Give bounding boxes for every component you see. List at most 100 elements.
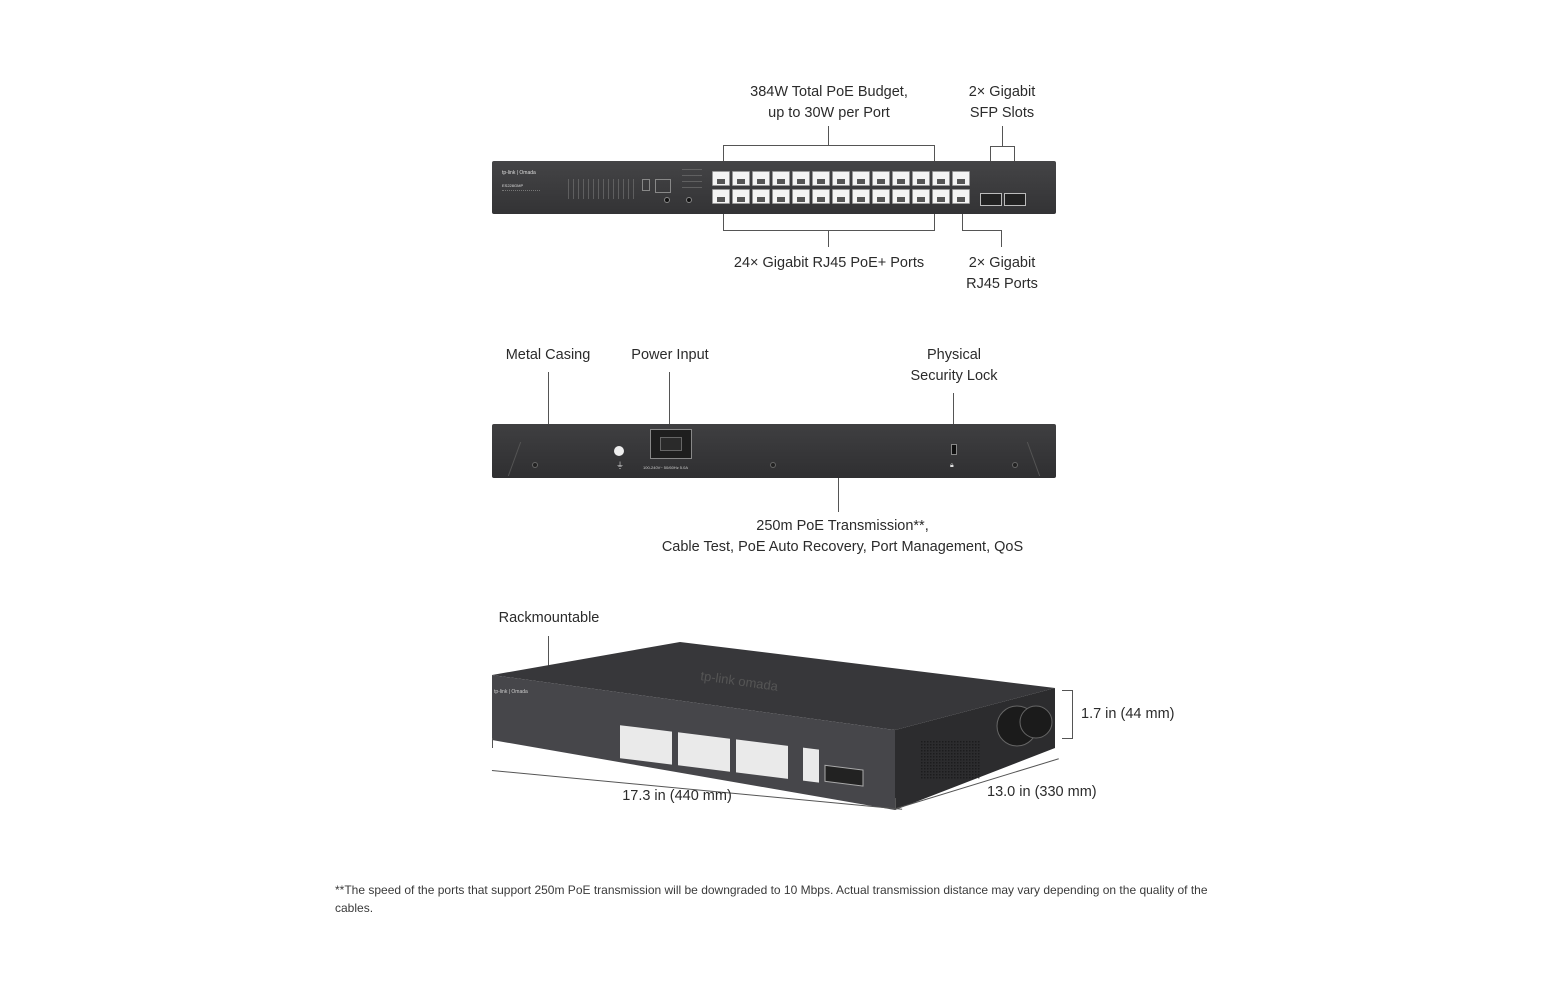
port-block-3 — [736, 739, 788, 779]
rj45-port[interactable] — [872, 189, 890, 204]
sfp-leader — [1002, 126, 1003, 146]
rj45-port[interactable] — [792, 171, 810, 186]
screw-icon — [1012, 462, 1018, 468]
poe-ports-bracket-right — [934, 214, 935, 230]
sfp-block — [824, 764, 864, 787]
reset-button[interactable] — [664, 197, 670, 203]
metal-casing-leader — [548, 372, 549, 424]
rj45-port[interactable] — [712, 189, 730, 204]
features-line-2: Cable Test, PoE Auto Recovery, Port Mana… — [661, 539, 1024, 555]
rj45-port[interactable] — [712, 171, 730, 186]
sfp-slots-line-1: 2× Gigabit — [968, 84, 1036, 100]
rj45-port[interactable] — [852, 171, 870, 186]
mode-led-box — [642, 179, 650, 191]
switch-top-face — [492, 642, 1055, 730]
rj45-leader — [1001, 230, 1002, 247]
rj45-port[interactable] — [732, 189, 750, 204]
fan-icon — [1019, 705, 1053, 739]
poe-budget-bracket — [723, 145, 935, 146]
rj45-port[interactable] — [912, 189, 930, 204]
rj45-port[interactable] — [892, 189, 910, 204]
rj45-port[interactable] — [752, 171, 770, 186]
rj45-port[interactable] — [872, 171, 890, 186]
uplink-rj45-port[interactable] — [952, 189, 970, 204]
ground-symbol-icon: ⏚ — [616, 461, 624, 470]
rear-panel: ⏚ 100-240V~ 50/60Hz 5.0A 🔒︎ — [492, 424, 1056, 478]
rj45-port[interactable] — [832, 171, 850, 186]
poe-budget-bracket-right — [934, 145, 935, 161]
width-dim-right — [895, 798, 896, 808]
rj45-port[interactable] — [732, 171, 750, 186]
screw-icon — [532, 462, 538, 468]
port-group-1 — [712, 171, 790, 204]
uplink-rj45-group — [952, 171, 970, 204]
front-panel: tp-link | Omada ES228GMP — [492, 161, 1056, 214]
sfp-bracket — [990, 146, 1015, 147]
led-mode-button[interactable] — [655, 179, 671, 193]
ground-icon — [614, 446, 624, 456]
rj45-port[interactable] — [932, 189, 950, 204]
rj45-port[interactable] — [852, 189, 870, 204]
front-3d-brand: tp-link | Omada — [494, 689, 528, 695]
rackmountable-leader — [548, 636, 549, 668]
features-line-1: 250m PoE Transmission**, — [756, 518, 929, 534]
rj45-port[interactable] — [892, 171, 910, 186]
rj45-port[interactable] — [812, 189, 830, 204]
height-label: 1.7 in (44 mm) — [1081, 706, 1175, 722]
poe-ports-bracket — [723, 230, 935, 231]
power-rating: 100-240V~ 50/60Hz 5.0A — [643, 465, 689, 470]
poe-ports-bracket-left — [723, 214, 724, 230]
metal-casing-label: Metal Casing — [505, 347, 591, 363]
rj45-bracket — [962, 230, 1002, 231]
rj45-port[interactable] — [912, 171, 930, 186]
port-block-2 — [678, 732, 730, 772]
rear-edge-left — [507, 442, 522, 476]
front-brand: tp-link | Omada — [502, 170, 536, 176]
mode-button[interactable] — [686, 197, 692, 203]
poe-budget-leader — [828, 126, 829, 145]
security-lock-line-1: Physical — [927, 347, 981, 363]
rj45-port[interactable] — [772, 171, 790, 186]
front-model: ES228GMP — [502, 183, 524, 188]
port-group-3 — [872, 171, 950, 204]
front-port-block — [620, 725, 864, 787]
poe-legend — [682, 169, 702, 193]
rj45-port[interactable] — [812, 171, 830, 186]
features-leader — [838, 478, 839, 512]
security-lock-line-2: Security Lock — [910, 368, 998, 384]
security-lock-label: Physical Security Lock — [900, 345, 1008, 387]
rear-edge-right — [1026, 442, 1041, 476]
sfp-slots-label: 2× Gigabit SFP Slots — [962, 82, 1042, 124]
rj45-port[interactable] — [932, 171, 950, 186]
rackmountable-label: Rackmountable — [498, 610, 600, 626]
rj45-port[interactable] — [832, 189, 850, 204]
rj45-port[interactable] — [752, 189, 770, 204]
screw-icon — [770, 462, 776, 468]
rj45-ports-label: 2× Gigabit RJ45 Ports — [960, 253, 1044, 295]
width-label: 17.3 in (440 mm) — [622, 788, 732, 804]
sfp-slot[interactable] — [1004, 193, 1026, 206]
poe-budget-label: 384W Total PoE Budget, up to 30W per Por… — [740, 82, 918, 124]
poe-ports-leader — [828, 230, 829, 247]
security-lock-slot[interactable] — [951, 444, 957, 455]
power-input-label: Power Input — [631, 347, 709, 363]
vent-grille — [920, 740, 980, 780]
depth-label: 13.0 in (330 mm) — [987, 784, 1097, 800]
rj45-port[interactable] — [772, 189, 790, 204]
port-block-1 — [620, 725, 672, 765]
height-dim-top — [1062, 690, 1073, 691]
security-lock-leader — [953, 393, 954, 445]
switch-3d-view: tp-link omada tp-link | Omada — [492, 642, 1055, 810]
uplink-rj45-port[interactable] — [952, 171, 970, 186]
power-socket-inner — [660, 437, 682, 451]
power-socket[interactable] — [650, 429, 692, 459]
footnote: **The speed of the ports that support 25… — [335, 883, 1208, 915]
sfp-slots-line-2: SFP Slots — [969, 105, 1035, 121]
rj45-port[interactable] — [792, 189, 810, 204]
uplink-block — [803, 747, 819, 783]
poe-ports-label: 24× Gigabit RJ45 PoE+ Ports — [733, 255, 925, 271]
power-input-leader — [669, 372, 670, 430]
sfp-slot[interactable] — [980, 193, 1002, 206]
port-group-2 — [792, 171, 870, 204]
rj45-ports-line-2: RJ45 Ports — [966, 276, 1038, 292]
